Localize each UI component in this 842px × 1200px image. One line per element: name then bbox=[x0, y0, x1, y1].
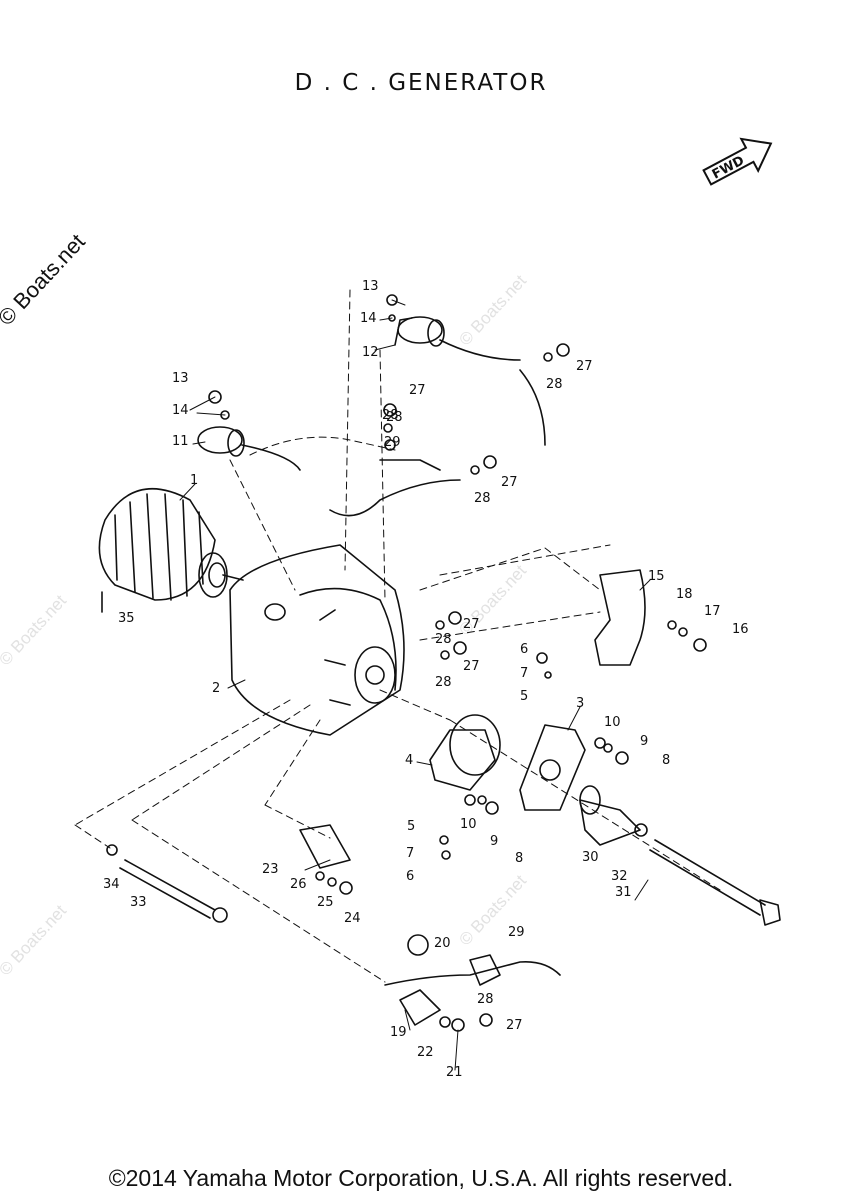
callout-32: 32 bbox=[611, 869, 628, 884]
callout-28: 28 bbox=[386, 410, 403, 425]
callout-9: 9 bbox=[640, 734, 648, 749]
washer-34 bbox=[106, 844, 118, 856]
callout-31: 31 bbox=[615, 885, 632, 900]
callout-16: 16 bbox=[732, 622, 749, 637]
callout-13: 13 bbox=[362, 279, 379, 294]
through-bolt-31 bbox=[649, 839, 781, 926]
leader-lines bbox=[179, 299, 651, 1071]
condenser-12 bbox=[394, 316, 521, 361]
callout-9: 9 bbox=[490, 834, 498, 849]
callout-28: 28 bbox=[435, 675, 452, 690]
callout-11: 11 bbox=[172, 434, 189, 449]
callout-27: 27 bbox=[409, 383, 426, 398]
generator-frame bbox=[229, 544, 405, 736]
callout-1: 1 bbox=[190, 473, 198, 488]
plate-23 bbox=[299, 824, 351, 869]
callout-27: 27 bbox=[501, 475, 518, 490]
copyright-notice: ©2014 Yamaha Motor Corporation, U.S.A. A… bbox=[108, 1165, 734, 1191]
callout-22: 22 bbox=[417, 1045, 434, 1060]
lead-wire bbox=[519, 369, 546, 446]
lead-wire bbox=[379, 459, 441, 471]
brush-holder-4 bbox=[429, 729, 496, 791]
callout-25: 25 bbox=[317, 895, 334, 910]
callout-27: 27 bbox=[576, 359, 593, 374]
callout-19: 19 bbox=[390, 1025, 407, 1040]
callout-10: 10 bbox=[604, 715, 621, 730]
callout-28: 28 bbox=[546, 377, 563, 392]
washer-22 bbox=[439, 1016, 451, 1028]
callout-29: 29 bbox=[508, 925, 525, 940]
lead-wire bbox=[329, 479, 461, 517]
callout-3: 3 bbox=[576, 696, 584, 711]
armature bbox=[98, 487, 244, 601]
callout-7: 7 bbox=[406, 846, 414, 861]
callout-27: 27 bbox=[506, 1018, 523, 1033]
callout-26: 26 bbox=[290, 877, 307, 892]
callout-8: 8 bbox=[515, 851, 523, 866]
callout-24: 24 bbox=[344, 911, 361, 926]
callout-6: 6 bbox=[520, 642, 528, 657]
brush-holder-3 bbox=[519, 724, 586, 811]
callout-34: 34 bbox=[103, 877, 120, 892]
callout-4: 4 bbox=[405, 753, 413, 768]
callout-28: 28 bbox=[477, 992, 494, 1007]
bracket-15 bbox=[594, 569, 646, 666]
callout-14: 14 bbox=[360, 311, 377, 326]
callout-5: 5 bbox=[520, 689, 528, 704]
callout-33: 33 bbox=[130, 895, 147, 910]
through-bolt-33 bbox=[119, 859, 228, 923]
callout-28: 28 bbox=[474, 491, 491, 506]
terminal-19 bbox=[399, 989, 441, 1026]
callout-2: 2 bbox=[212, 681, 220, 696]
washer-32 bbox=[634, 823, 648, 837]
screw-27 bbox=[479, 1013, 493, 1027]
callout-30: 30 bbox=[582, 850, 599, 865]
callout-8: 8 bbox=[662, 753, 670, 768]
callout-18: 18 bbox=[676, 587, 693, 602]
callout-28: 28 bbox=[435, 632, 452, 647]
page-title: D . C . GENERATOR bbox=[294, 70, 548, 96]
callout-27: 27 bbox=[463, 659, 480, 674]
screw-21 bbox=[451, 1018, 465, 1032]
fwd-arrow-icon: FWD bbox=[702, 137, 773, 186]
callout-13: 13 bbox=[172, 371, 189, 386]
callout-14: 14 bbox=[172, 403, 189, 418]
callout-17: 17 bbox=[704, 604, 721, 619]
lead-wire bbox=[384, 960, 561, 986]
callout-6: 6 bbox=[406, 869, 414, 884]
callout-labels: 1234556677889910101112131314141516171819… bbox=[103, 279, 749, 1080]
callout-5: 5 bbox=[407, 819, 415, 834]
small-hardware bbox=[208, 294, 707, 895]
callout-23: 23 bbox=[262, 862, 279, 877]
callout-12: 12 bbox=[362, 345, 379, 360]
gasket bbox=[449, 714, 501, 776]
terminal-29 bbox=[469, 954, 501, 986]
callout-20: 20 bbox=[434, 936, 451, 951]
spring-20 bbox=[407, 934, 429, 956]
callout-28: 28 bbox=[382, 408, 399, 423]
callout-21: 21 bbox=[446, 1065, 463, 1080]
callout-35: 35 bbox=[118, 611, 135, 626]
callout-7: 7 bbox=[520, 666, 528, 681]
condenser-11 bbox=[197, 426, 301, 471]
callout-27: 27 bbox=[463, 617, 480, 632]
bearing-housing-30 bbox=[579, 799, 641, 846]
callout-10: 10 bbox=[460, 817, 477, 832]
callout-29: 29 bbox=[384, 435, 401, 450]
callout-15: 15 bbox=[648, 569, 665, 584]
